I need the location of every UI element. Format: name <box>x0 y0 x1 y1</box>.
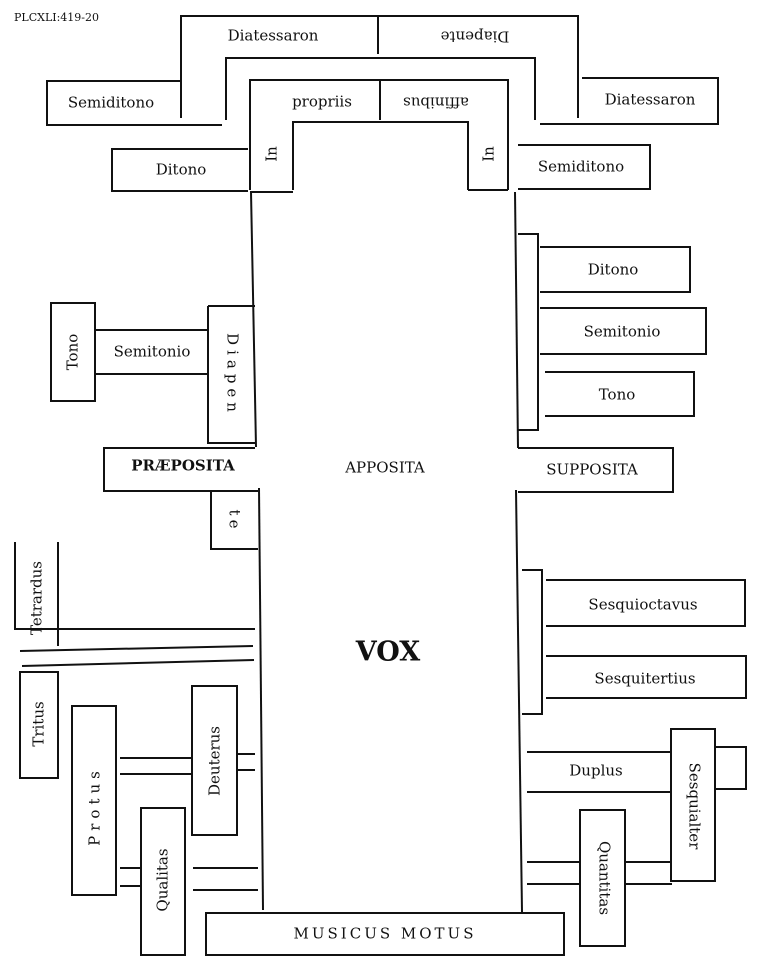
label-praeposita: PRÆPOSITA <box>131 456 235 475</box>
label-diatessaron-left: Diatessaron <box>227 26 319 45</box>
label-semiditono-left: Semiditono <box>67 93 155 112</box>
label-diapen: Diapen <box>223 333 242 417</box>
label-in-left: In <box>262 146 281 162</box>
label-tetrardus: Tetrardus <box>27 561 46 635</box>
label-semitonio-right: Semitonio <box>583 322 661 341</box>
label-sesquioctavus: Sesquioctavus <box>588 595 698 614</box>
label-deuterus: Deuterus <box>205 726 224 796</box>
label-in-right: In <box>479 146 498 162</box>
label-quantitas: Quantitas <box>595 840 614 916</box>
label-tono-right: Tono <box>598 385 636 404</box>
label-protus: Protus <box>85 766 104 846</box>
label-affinibus-inverted: affinibus <box>403 93 469 112</box>
label-diapente-inverted: Diapente <box>440 27 510 46</box>
label-semitonio-left: Semitonio <box>113 342 191 361</box>
label-ditono-left: Ditono <box>155 160 207 179</box>
label-apposita: APPOSITA <box>345 458 425 477</box>
plate-reference: PLCXLI:419-20 <box>14 11 100 24</box>
label-tono-left: Tono <box>63 333 82 371</box>
label-sesquialter: Sesquialter <box>685 762 704 850</box>
label-ditono-right: Ditono <box>587 260 639 279</box>
label-te: te <box>225 509 244 533</box>
label-musicus-motus: MUSICUS MOTUS <box>293 924 477 943</box>
label-qualitas: Qualitas <box>153 848 172 912</box>
label-supposita: SUPPOSITA <box>546 460 638 479</box>
diagram-title: VOX <box>355 636 421 668</box>
label-sesquitertius: Sesquitertius <box>594 669 696 688</box>
label-diatessaron-right: Diatessaron <box>604 90 696 109</box>
label-semiditono-right: Semiditono <box>537 157 625 176</box>
label-tritus: Tritus <box>29 701 48 747</box>
label-propriis: propriis <box>292 92 352 111</box>
label-duplus: Duplus <box>569 761 623 780</box>
